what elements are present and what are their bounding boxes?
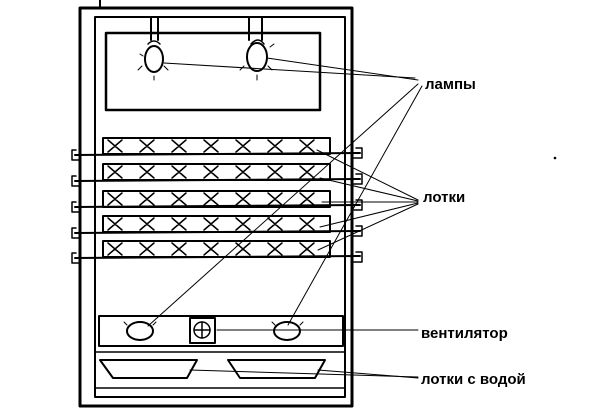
tray-5 [102, 240, 331, 258]
lamp-right [239, 17, 275, 81]
water-compartment [94, 351, 346, 389]
fan-icon [189, 317, 216, 344]
tray-1 [102, 137, 331, 155]
trays-pointers [316, 149, 419, 251]
water-tray-right [227, 359, 326, 379]
stray-dot [553, 156, 557, 160]
fan-compartment [98, 315, 344, 347]
tray-rods [74, 152, 361, 259]
water-tray-left [99, 359, 198, 379]
fan-left [123, 321, 157, 341]
trays-label: лотки [423, 189, 465, 206]
fan-right [271, 321, 304, 341]
water-trays-label: лотки с водой [421, 371, 526, 388]
tray-2 [102, 163, 331, 181]
tray-handles [71, 147, 363, 264]
lamps-label: лампы [425, 76, 476, 93]
lamp-left [137, 17, 169, 81]
tray-4 [102, 215, 331, 233]
lamp-compartment [104, 31, 322, 112]
lamps-pointers [147, 57, 423, 327]
fan-label: вентилятор [421, 325, 508, 342]
water-trays-pointers [189, 369, 419, 379]
